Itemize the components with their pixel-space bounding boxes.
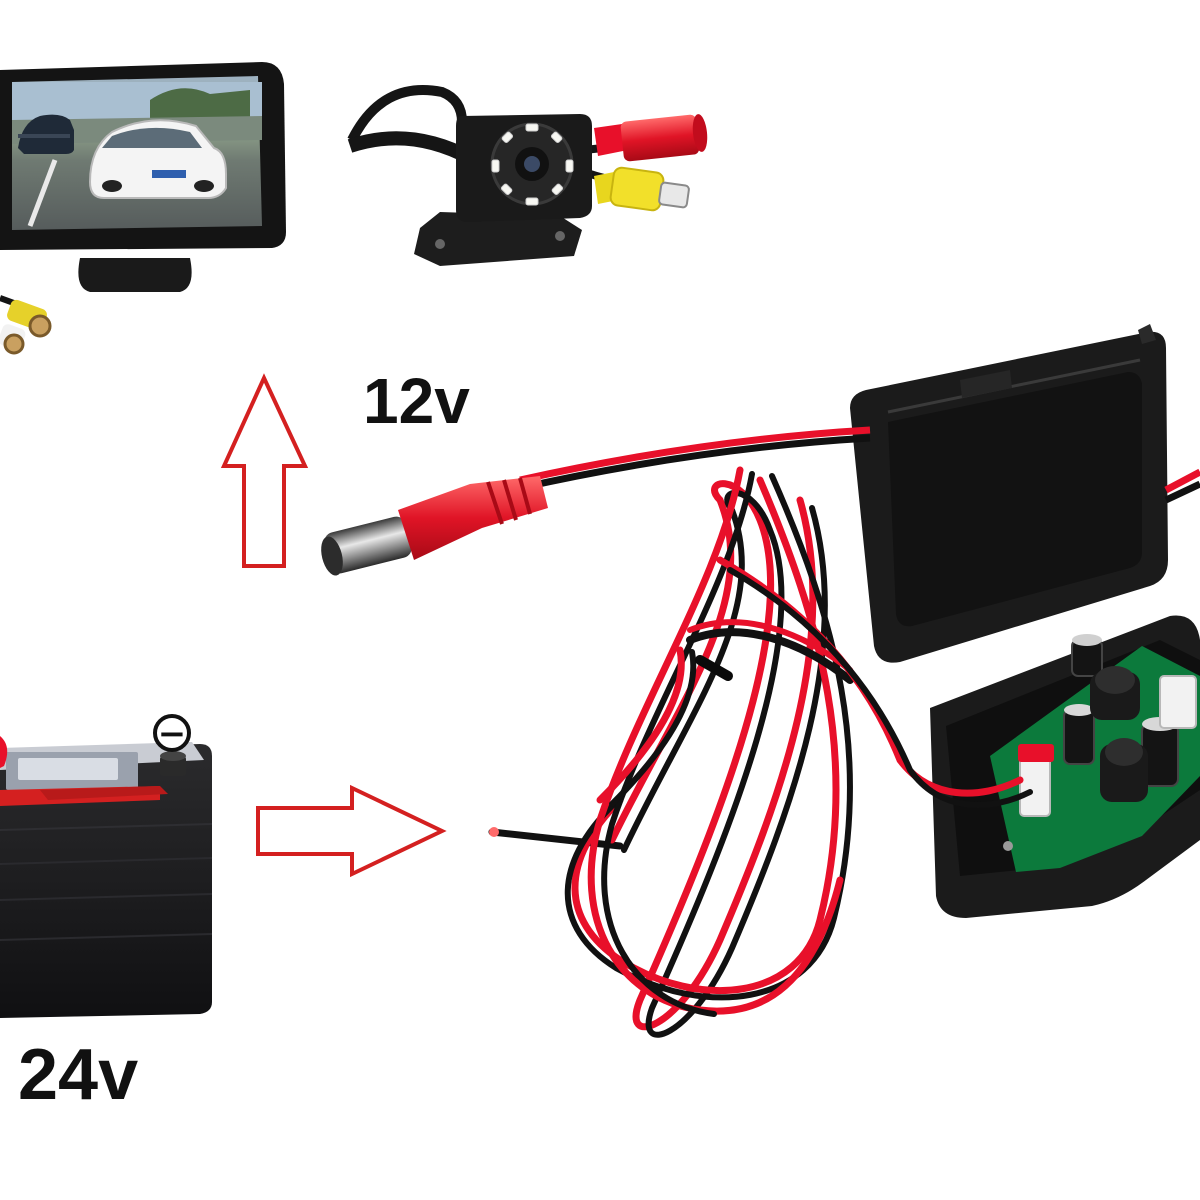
- monitor-rca-plugs: [0, 295, 52, 355]
- arrow-up-icon: [220, 373, 309, 568]
- minus-sign: −: [158, 714, 187, 754]
- camera-power-socket: [594, 114, 708, 162]
- converter-base: [930, 615, 1200, 918]
- input-voltage-label: 24v: [18, 1035, 138, 1115]
- input-cable-bundle: [488, 466, 1033, 1038]
- input-wire-red-tip: [489, 827, 499, 837]
- battery-positive-cap: [0, 736, 8, 768]
- converter-inductors: [1090, 666, 1148, 802]
- dc-dc-converter: [850, 324, 1200, 918]
- output-cable: [519, 426, 1200, 504]
- converter-lid: [850, 324, 1168, 663]
- battery-negative-terminal: [160, 751, 186, 776]
- car-battery: [0, 736, 213, 1018]
- arrow-right-icon: [256, 784, 447, 878]
- rear-view-camera: [347, 85, 708, 266]
- output-voltage-label: 12v: [363, 365, 470, 437]
- camera-video-rca: [594, 166, 690, 212]
- car-monitor: [0, 62, 286, 355]
- minus-circle-icon: −: [153, 714, 191, 754]
- converter-output-connector: [1159, 675, 1197, 729]
- dc-barrel-plug: [321, 476, 548, 576]
